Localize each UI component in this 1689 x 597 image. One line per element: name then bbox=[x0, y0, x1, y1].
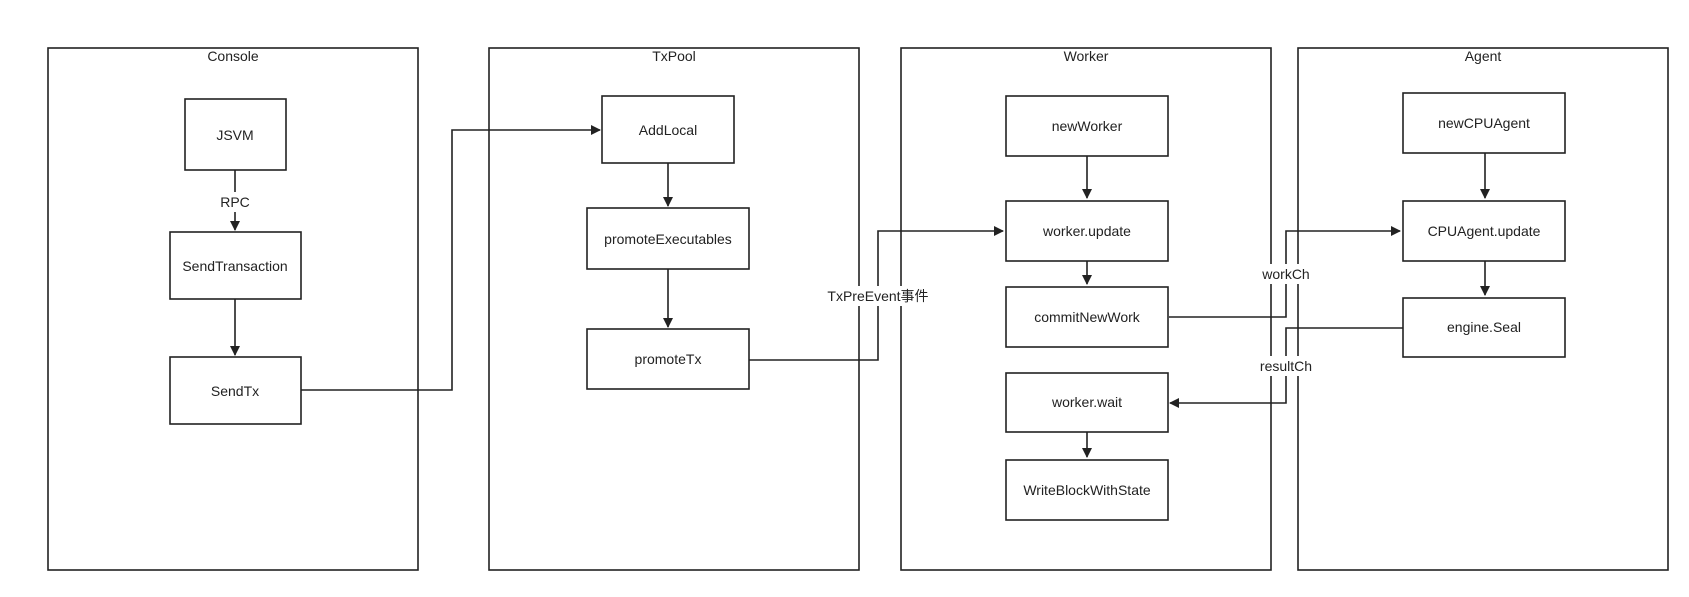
svg-text:commitNewWork: commitNewWork bbox=[1034, 309, 1141, 325]
svg-text:TxPreEvent事件: TxPreEvent事件 bbox=[827, 288, 928, 304]
node-newworker: newWorker bbox=[1005, 95, 1169, 157]
edge-label-txpreevent: TxPreEvent事件 bbox=[826, 286, 930, 306]
group-title-agent: Agent bbox=[1465, 48, 1502, 64]
edge-sendtx-to-addlocal bbox=[301, 125, 601, 391]
node-commitnewwork: commitNewWork bbox=[1005, 286, 1169, 348]
svg-text:resultCh: resultCh bbox=[1260, 358, 1312, 374]
svg-text:CPUAgent.update: CPUAgent.update bbox=[1428, 223, 1541, 239]
svg-text:worker.update: worker.update bbox=[1042, 223, 1131, 239]
node-writeblockwithstate: WriteBlockWithState bbox=[1005, 459, 1169, 521]
svg-text:WriteBlockWithState: WriteBlockWithState bbox=[1023, 482, 1151, 498]
node-promoteexecutables: promoteExecutables bbox=[586, 207, 750, 270]
node-workerwait: worker.wait bbox=[1005, 372, 1169, 433]
group-title-worker: Worker bbox=[1064, 48, 1109, 64]
group-title-txpool: TxPool bbox=[652, 48, 696, 64]
node-newcpuagent: newCPUAgent bbox=[1402, 92, 1566, 154]
svg-text:newWorker: newWorker bbox=[1052, 118, 1123, 134]
node-promotetx: promoteTx bbox=[586, 328, 750, 390]
node-sendtx: SendTx bbox=[169, 356, 302, 425]
node-workerupdate: worker.update bbox=[1005, 200, 1169, 262]
edge-label-workch: workCh bbox=[1258, 264, 1314, 284]
svg-text:SendTransaction: SendTransaction bbox=[182, 258, 287, 274]
svg-text:SendTx: SendTx bbox=[211, 383, 259, 399]
svg-text:newCPUAgent: newCPUAgent bbox=[1438, 115, 1530, 131]
node-addlocal: AddLocal bbox=[601, 95, 735, 164]
node-cpuagentupdate: CPUAgent.update bbox=[1402, 200, 1566, 262]
svg-text:worker.wait: worker.wait bbox=[1051, 394, 1122, 410]
svg-text:AddLocal: AddLocal bbox=[639, 122, 697, 138]
svg-text:promoteTx: promoteTx bbox=[635, 351, 702, 367]
node-jsvm: JSVM bbox=[184, 98, 287, 171]
svg-text:JSVM: JSVM bbox=[216, 127, 253, 143]
edge-label-rpc: RPC bbox=[220, 192, 250, 212]
node-sendtransaction: SendTransaction bbox=[169, 231, 302, 300]
group-title-console: Console bbox=[207, 48, 259, 64]
svg-text:promoteExecutables: promoteExecutables bbox=[604, 231, 732, 247]
svg-text:RPC: RPC bbox=[220, 194, 250, 210]
svg-text:engine.Seal: engine.Seal bbox=[1447, 319, 1521, 335]
svg-text:workCh: workCh bbox=[1261, 266, 1309, 282]
node-engineseal: engine.Seal bbox=[1402, 297, 1566, 358]
edge-label-resultch: resultCh bbox=[1254, 356, 1318, 376]
